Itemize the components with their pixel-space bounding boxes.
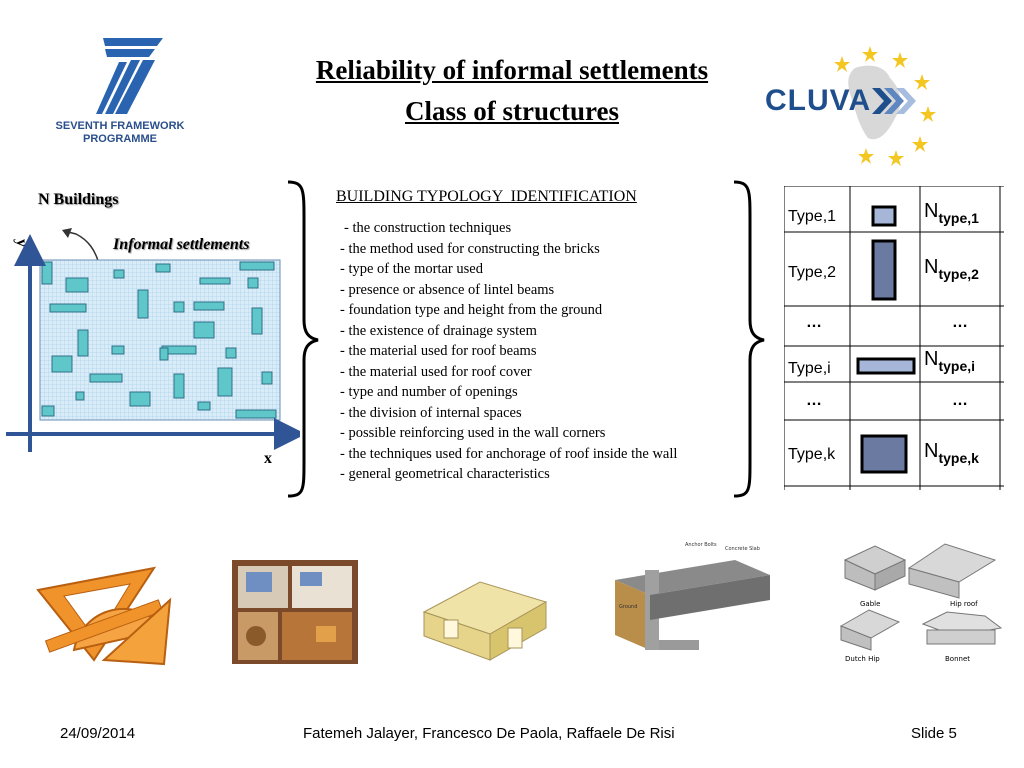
list-item: - the method used for constructing the b…: [340, 240, 600, 257]
axis-x-label: x: [264, 450, 272, 467]
roof-label-dutch-hip: Dutch Hip: [845, 655, 880, 663]
fp7-logo-text-2: PROGRAMME: [83, 133, 157, 145]
footer-date: 24/09/2014: [60, 725, 136, 742]
fp7-seven-icon: [96, 38, 163, 114]
left-brace-icon: [287, 180, 319, 498]
type-table: Type,1 Type,2 … Type,i … Type,k Ntype,1 …: [784, 186, 1004, 490]
n-ellipsis-1: …: [952, 314, 968, 331]
typek-shape: [860, 434, 908, 474]
page-title-line2: Class of structures: [405, 96, 619, 126]
type-label-2: Type,2: [788, 264, 837, 281]
type1-shape: [871, 205, 897, 227]
typology-heading: BUILDING TYPOLOGY IDENTIFICATION: [336, 188, 637, 205]
type-label-ellipsis-2: …: [806, 392, 822, 409]
svg-text:Concrete Slab: Concrete Slab: [725, 546, 760, 552]
type-label-ellipsis-1: …: [806, 314, 822, 331]
n-type-i: Ntype,i: [924, 348, 976, 374]
foundation-section-image: Anchor Bolts Concrete Slab Ground: [605, 530, 775, 660]
list-item: - the division of internal spaces: [340, 404, 522, 421]
list-item: - general geometrical characteristics: [340, 466, 550, 482]
fp7-logo-text-1: SEVENTH FRAMEWORK: [55, 120, 185, 132]
list-item: - the material used for roof cover: [340, 363, 532, 380]
n-type-k: Ntype,k: [924, 440, 979, 466]
type2-shape: [871, 239, 897, 301]
fp7-logo: SEVENTH FRAMEWORK PROGRAMME: [45, 32, 195, 152]
cluva-logo-text: CLUVA: [765, 84, 872, 117]
list-item: - the techniques used for anchorage of r…: [340, 445, 678, 462]
cluva-logo: CLUVA: [760, 38, 960, 168]
list-item: - the existence of drainage system: [340, 322, 537, 339]
typology-list: - the construction techniques - the meth…: [340, 218, 750, 485]
list-item: - foundation type and height from the gr…: [340, 302, 603, 318]
list-item: - the material used for roof beams: [340, 343, 537, 359]
page-title-line1: Reliability of informal settlements: [315, 55, 709, 85]
eu-stars-icon: [834, 46, 936, 166]
type-label-1: Type,1: [788, 208, 837, 225]
right-brace-icon: [733, 180, 765, 498]
type-table-grid: [784, 186, 1004, 490]
n-type-1: Ntype,1: [924, 200, 979, 226]
footer-slide-number: Slide 5: [911, 725, 957, 742]
footer-authors: Fatemeh Jalayer, Francesco De Paola, Raf…: [303, 725, 675, 742]
roof-label-bonnet: Bonnet: [945, 655, 971, 663]
list-item: - type of the mortar used: [340, 261, 483, 277]
svg-text:Ground: Ground: [619, 604, 637, 610]
wall-construction-image: [422, 581, 548, 661]
type-label-i: Type,i: [788, 360, 831, 377]
floor-plan-image: [232, 560, 358, 664]
cluva-chevrons-icon: [872, 88, 916, 114]
list-item: - type and number of openings: [340, 384, 518, 400]
label-informal-settlements: Informal settlements: [113, 236, 250, 253]
roof-label-hip: Hip roof: [950, 600, 978, 608]
type-label-k: Type,k: [788, 446, 836, 463]
n-type-2: Ntype,2: [924, 256, 979, 282]
n-ellipsis-2: …: [952, 392, 968, 409]
typei-shape: [856, 357, 916, 375]
drafting-tools-image: [36, 566, 172, 666]
roof-label-gable: Gable: [860, 600, 881, 608]
roof-types-image: [839, 543, 1003, 651]
list-item: - possible reinforcing used in the wall …: [340, 425, 606, 441]
list-item: - the construction techniques: [344, 220, 512, 236]
building-blocks: [41, 261, 277, 419]
settlement-map: [6, 228, 300, 452]
label-n-buildings: N Buildings: [38, 191, 119, 208]
svg-text:Anchor Bolts: Anchor Bolts: [685, 542, 717, 548]
list-item: - presence or absence of lintel beams: [340, 281, 555, 298]
